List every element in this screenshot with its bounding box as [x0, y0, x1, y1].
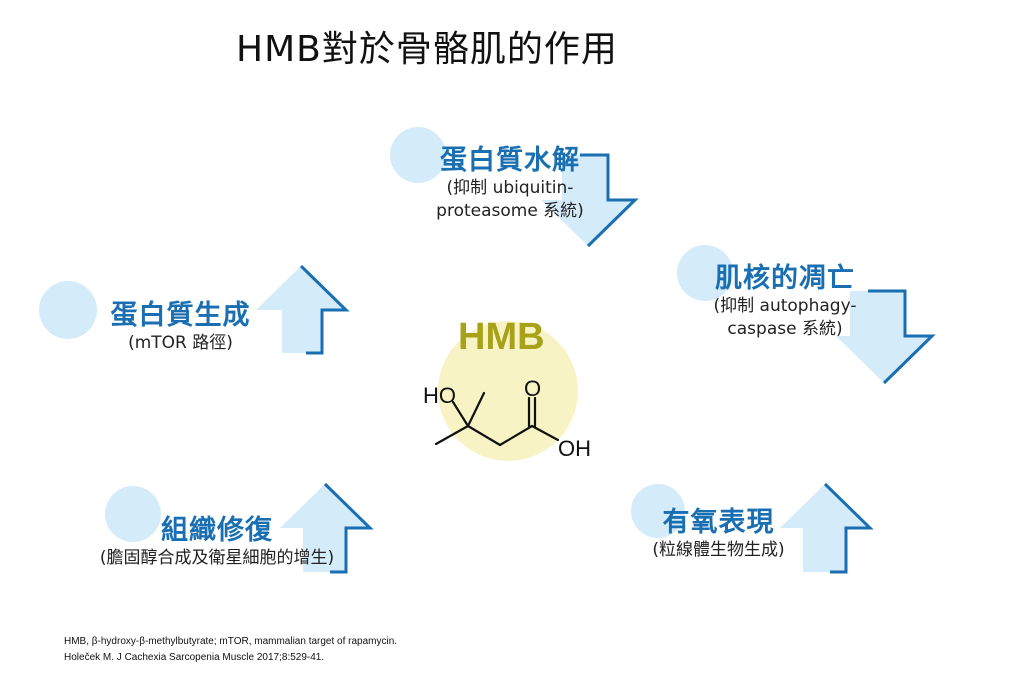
arrow-down-icon — [541, 153, 639, 248]
arrow-up-icon — [256, 264, 350, 355]
hmb-molecule — [434, 391, 560, 447]
bubble-repair — [105, 486, 161, 542]
bubble-aerobic — [631, 484, 685, 538]
arrow-up-icon — [280, 482, 374, 574]
page-title: HMB對於骨骼肌的作用 — [236, 29, 618, 70]
footnote-abbreviations: HMB, β-hydroxy-β-methylbutyrate; mTOR, m… — [64, 636, 398, 647]
effect-name: 有氧表現 — [662, 507, 775, 538]
effect-name: 蛋白質水解 — [440, 145, 580, 176]
hmb-center-label: HMB — [458, 316, 545, 358]
effect-synthesis: 蛋白質生成 (mTOR 路徑) — [78, 293, 283, 355]
hmb-glow-circle — [438, 321, 578, 461]
effect-name: 肌核的凋亡 — [715, 263, 855, 294]
hydroxyl-label: HO — [423, 383, 456, 408]
effect-name: 蛋白質生成 — [110, 300, 251, 331]
effect-name: 組織修復 — [161, 515, 273, 546]
effect-aerobic: 有氧表現 (粒線體生物生成) — [626, 500, 811, 562]
arrow-down-icon — [836, 289, 936, 385]
effect-detail: (粒線體生物生成) — [652, 540, 785, 560]
bubble-proteolysis — [390, 127, 446, 183]
bubble-atrophy — [677, 245, 733, 301]
effect-detail: proteasome 系統) — [436, 201, 584, 221]
arrow-up-icon — [780, 482, 874, 574]
footnote-reference: Holeček M. J Cachexia Sarcopenia Muscle … — [64, 652, 325, 663]
effect-detail: (抑制 ubiquitin- — [446, 178, 574, 198]
effect-repair: 組織修復 (膽固醇合成及衛星細胞的增生) — [62, 508, 372, 570]
acid-oh-label: OH — [558, 436, 591, 461]
footnote: HMB, β-hydroxy-β-methylbutyrate; mTOR, m… — [64, 634, 397, 666]
effect-proteolysis: 蛋白質水解 (抑制 ubiquitin- proteasome 系統) — [405, 138, 615, 223]
effect-detail: caspase 系統) — [727, 319, 843, 339]
effect-atrophy: 肌核的凋亡 (抑制 autophagy- caspase 系統) — [690, 256, 880, 341]
bubble-synthesis — [39, 281, 97, 339]
effect-detail: (抑制 autophagy- — [713, 296, 857, 316]
effect-detail: (膽固醇合成及衛星細胞的增生) — [99, 548, 335, 568]
effect-detail: (mTOR 路徑) — [128, 333, 233, 353]
carbonyl-o-label: O — [524, 376, 541, 401]
